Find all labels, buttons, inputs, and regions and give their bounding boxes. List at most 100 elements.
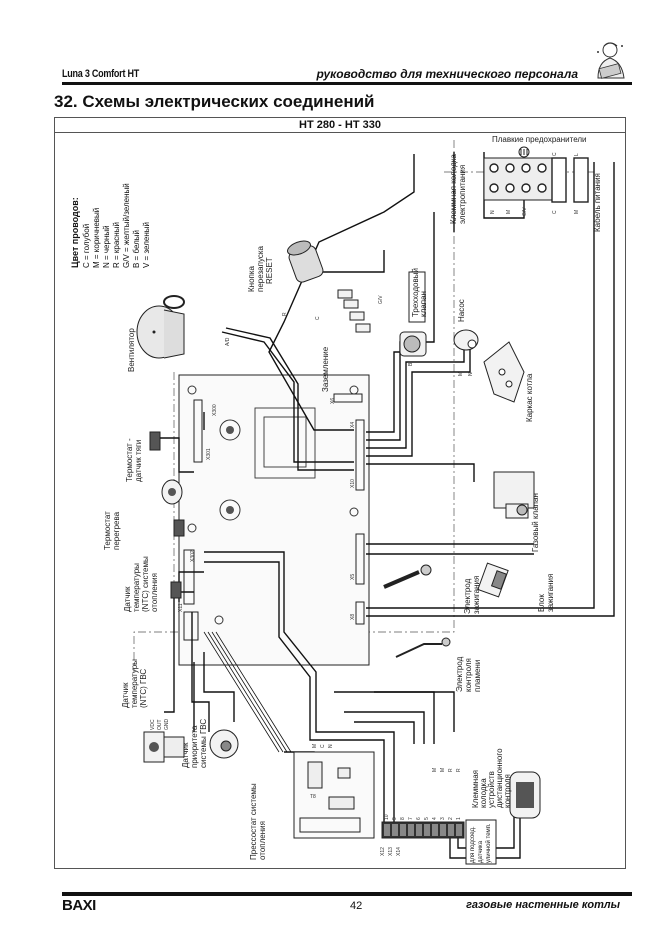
label-power-cable: Кабель питания bbox=[593, 173, 602, 232]
three-way-valve-component bbox=[399, 331, 427, 357]
svg-text:Датчик: Датчик bbox=[181, 742, 190, 768]
wire-color-legend: Цвет проводов: C = голубой M = коричневы… bbox=[70, 183, 151, 268]
header-model: Luna 3 Comfort HT bbox=[62, 68, 140, 80]
svg-text:RESET: RESET bbox=[265, 257, 274, 284]
svg-text:OUT: OUT bbox=[157, 719, 163, 730]
svg-text:клапан: клапан bbox=[419, 291, 428, 317]
svg-text:C: C bbox=[552, 152, 558, 156]
svg-text:R: R bbox=[456, 768, 462, 772]
svg-text:Датчик: Датчик bbox=[121, 682, 130, 708]
label-pump: Насос bbox=[457, 299, 466, 322]
remote-terminal-block bbox=[381, 821, 465, 839]
label-gas-valve: Газовый клапан bbox=[531, 493, 540, 552]
svg-text:контроля: контроля bbox=[503, 774, 512, 808]
svg-text:Прессостат системы: Прессостат системы bbox=[249, 783, 258, 860]
svg-text:G/V: G/V bbox=[378, 295, 384, 304]
svg-text:температуры: температуры bbox=[130, 659, 139, 708]
label-overheat-thermostat: Термостат перегрева bbox=[103, 511, 121, 550]
svg-text:Датчик: Датчик bbox=[123, 586, 132, 612]
label-power-terminal: Клеммная колодка электропитания bbox=[449, 154, 467, 224]
svg-text:Клеммная: Клеммная bbox=[471, 770, 480, 808]
svg-text:перезапуска: перезапуска bbox=[256, 245, 265, 292]
svg-text:T8: T8 bbox=[310, 794, 316, 800]
label-dhw-ntc: Датчик температуры (NTC) ГВС bbox=[121, 659, 148, 708]
label-fan: Вентилятор bbox=[127, 328, 136, 372]
header-subtitle: руководство для технического персонала bbox=[316, 67, 578, 81]
wires bbox=[164, 152, 615, 859]
svg-text:X301: X301 bbox=[206, 448, 212, 460]
svg-text:Термостат -: Термостат - bbox=[125, 438, 134, 482]
svg-text:C: C bbox=[320, 744, 326, 748]
svg-text:C: C bbox=[552, 210, 558, 214]
svg-text:X10: X10 bbox=[350, 479, 356, 488]
label-flue-thermostat: Термостат - датчик тяги bbox=[125, 438, 143, 482]
svg-text:колодка: колодка bbox=[479, 778, 488, 808]
flue-thermostat-component bbox=[149, 431, 194, 473]
label-reset-button: Кнопка перезапуска RESET bbox=[247, 245, 274, 292]
svg-text:M: M bbox=[506, 210, 512, 214]
svg-text:контроля: контроля bbox=[464, 658, 473, 692]
label-ignition-electrode: Электрод зажигания bbox=[463, 576, 481, 614]
legend-item: G/V = желтый/зеленый bbox=[122, 183, 131, 268]
remote-number-labels: 10 9 8 7 6 5 4 3 2 1 bbox=[384, 814, 462, 820]
svg-text:Каркас котла: Каркас котла bbox=[525, 373, 534, 422]
svg-text:системы ГВС: системы ГВС bbox=[199, 719, 208, 768]
svg-text:для подсоед.: для подсоед. bbox=[470, 826, 476, 863]
ignition-block-component bbox=[477, 562, 509, 598]
svg-text:3: 3 bbox=[440, 817, 446, 820]
svg-text:M: M bbox=[312, 744, 318, 748]
reset-button-component bbox=[287, 240, 324, 283]
outdoor-sensor-box bbox=[465, 819, 497, 865]
aux-block-labels: M C N bbox=[312, 744, 334, 748]
svg-text:X5: X5 bbox=[350, 574, 356, 580]
label-dhw-priority-sensor: Датчик приоритета системы ГВС bbox=[181, 719, 208, 768]
svg-text:уличной темп.: уличной темп. bbox=[485, 823, 492, 863]
svg-text:10: 10 bbox=[384, 814, 390, 820]
svg-text:8: 8 bbox=[400, 817, 406, 820]
svg-text:(NTC) системы: (NTC) системы bbox=[141, 556, 150, 612]
label-boiler-frame: Каркас котла bbox=[525, 373, 534, 422]
svg-text:X8: X8 bbox=[350, 614, 356, 620]
svg-text:Электрод: Электрод bbox=[455, 656, 464, 692]
brand-logo: BAXI bbox=[62, 897, 96, 914]
svg-text:6: 6 bbox=[416, 817, 422, 820]
svg-text:1: 1 bbox=[456, 817, 462, 820]
svg-text:Кабель питания: Кабель питания bbox=[593, 173, 602, 232]
ignition-electrode-component bbox=[383, 564, 432, 589]
wiring-diagram: Цвет проводов: C = голубой M = коричневы… bbox=[70, 135, 615, 865]
legend-title: Цвет проводов: bbox=[70, 197, 80, 268]
svg-text:4: 4 bbox=[432, 817, 438, 820]
svg-text:M: M bbox=[458, 372, 464, 376]
svg-text:Термостат: Термостат bbox=[103, 511, 112, 550]
legend-item: R = красный bbox=[112, 222, 121, 268]
svg-text:A/D: A/D bbox=[225, 337, 231, 346]
legend-item: M = коричневый bbox=[92, 208, 101, 268]
power-block-labels: N M G/V C M C L bbox=[490, 152, 580, 216]
svg-text:B: B bbox=[408, 362, 414, 366]
label-heating-ntc: Датчик температуры (NTC) системы отоплен… bbox=[123, 556, 159, 612]
svg-text:Газовый клапан: Газовый клапан bbox=[531, 493, 540, 552]
flame-electrode-component bbox=[395, 637, 451, 658]
svg-text:датчик тяги: датчик тяги bbox=[134, 440, 143, 482]
model-range: HT 280 - HT 330 bbox=[55, 118, 625, 133]
svg-text:датчика: датчика bbox=[478, 840, 484, 863]
label-fuses: Плавкие предохранители bbox=[492, 135, 587, 144]
gas-valve-component bbox=[493, 471, 535, 519]
dhw-priority-sensor-component bbox=[143, 731, 185, 763]
svg-text:R: R bbox=[282, 312, 288, 316]
svg-text:(NTC) ГВС: (NTC) ГВС bbox=[139, 669, 148, 708]
svg-text:VDC: VDC bbox=[150, 719, 156, 730]
overheat-thermostat-component bbox=[161, 479, 183, 505]
control-board bbox=[178, 374, 370, 666]
svg-text:7: 7 bbox=[408, 817, 414, 820]
svg-text:X13: X13 bbox=[388, 847, 394, 856]
svg-text:устройств: устройств bbox=[487, 771, 496, 808]
footer-subtitle: газовые настенные котлы bbox=[466, 899, 620, 911]
aux-board bbox=[293, 751, 375, 839]
svg-text:GND: GND bbox=[164, 719, 170, 731]
svg-text:N: N bbox=[468, 372, 474, 376]
svg-text:M: M bbox=[432, 768, 438, 772]
legend-item: N = черный bbox=[102, 225, 111, 268]
svg-text:Клеммная колодка: Клеммная колодка bbox=[449, 154, 458, 224]
page-title: 32. Схемы электрических соединений bbox=[54, 92, 375, 111]
